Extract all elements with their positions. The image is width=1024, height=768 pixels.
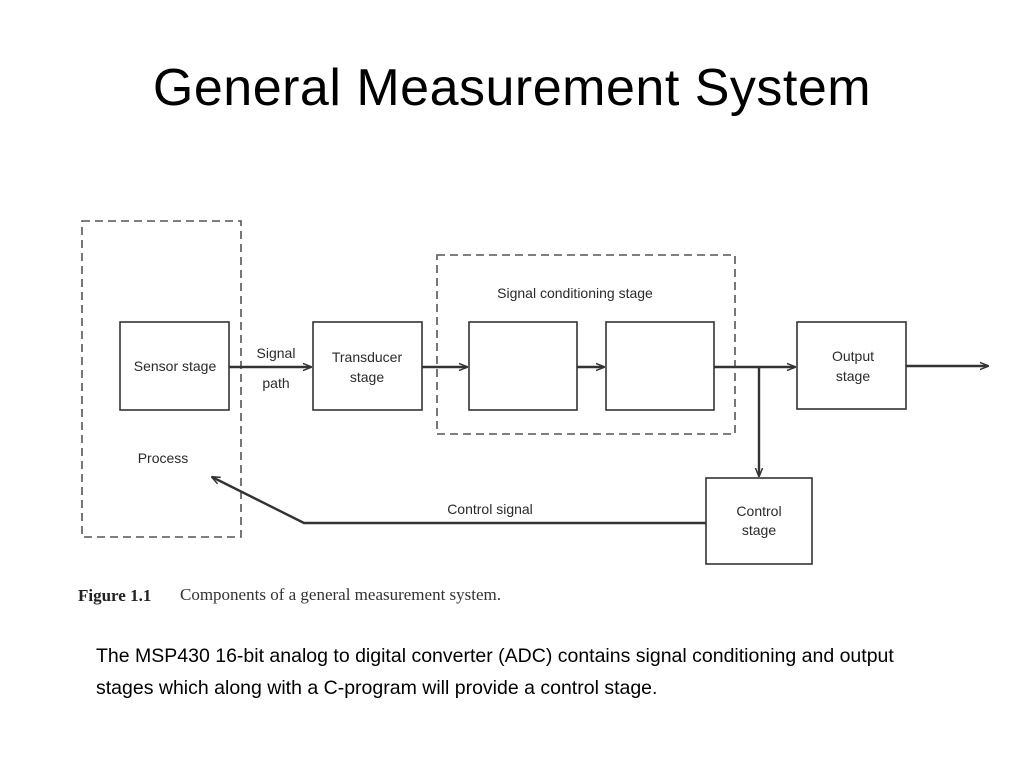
sensor-stage-label: Sensor stage (134, 358, 217, 374)
signal-label: Signal (257, 345, 296, 361)
transducer-label-line2: stage (350, 369, 384, 385)
control-stage-label-line2: stage (742, 522, 776, 538)
output-stage-label-line1: Output (832, 348, 874, 364)
control-signal-label: Control signal (447, 501, 533, 517)
slide-description: The MSP430 16-bit analog to digital conv… (96, 645, 894, 699)
path-label: path (262, 375, 289, 391)
control-stage-box (705, 477, 813, 565)
transducer-stage-box (312, 321, 423, 411)
transducer-label-line1: Transducer (332, 349, 403, 365)
output-stage-label-line2: stage (836, 368, 870, 384)
control-stage-label-line1: Control (736, 503, 781, 519)
conditioning-block-1 (468, 321, 578, 411)
output-stage-box (796, 321, 907, 410)
slide-title: General Measurement System (152, 59, 872, 117)
figure-caption-text: Components of a general measurement syst… (180, 585, 501, 604)
process-region (81, 220, 242, 538)
signal-conditioning-region (436, 254, 736, 435)
control-signal-feedback-arrow (212, 477, 706, 525)
process-label: Process (138, 450, 189, 466)
figure-caption-number: Figure 1.1 (78, 586, 151, 605)
conditioning-block-2 (605, 321, 715, 411)
signal-conditioning-label: Signal conditioning stage (497, 285, 653, 301)
